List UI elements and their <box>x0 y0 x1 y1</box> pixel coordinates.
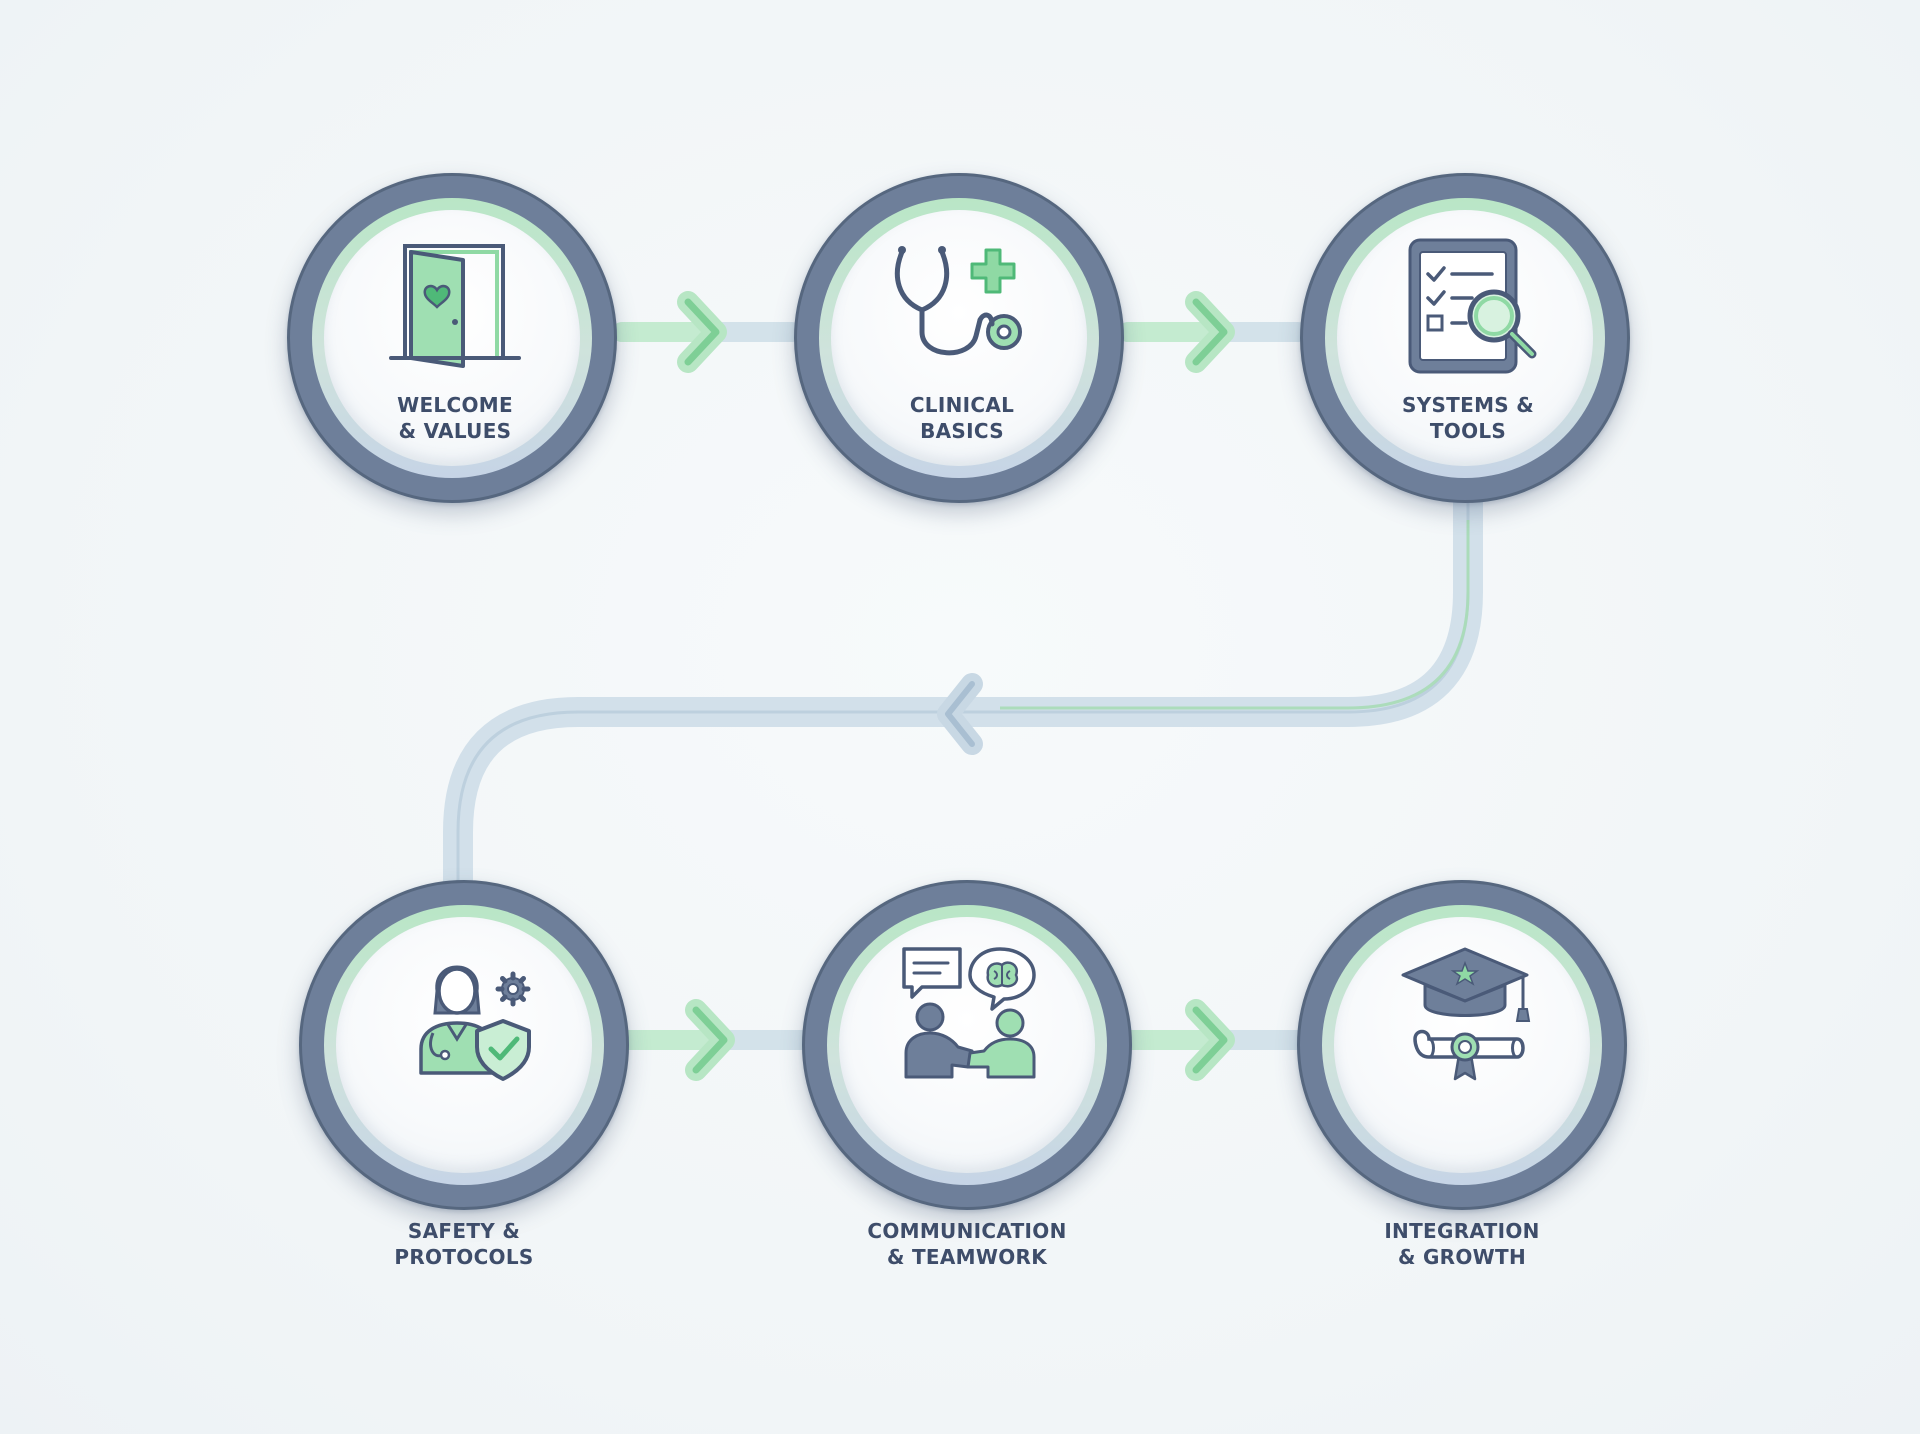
tablet-checklist-magnifier-icon <box>1398 236 1538 376</box>
connector-1-2 <box>612 291 802 373</box>
step-label-integration-growth: INTEGRATION & GROWTH <box>1384 1219 1540 1269</box>
step-safety-protocols <box>299 880 629 1210</box>
step-label-safety-protocols: SAFETY & PROTOCOLS <box>394 1219 534 1269</box>
door-heart-icon <box>385 236 525 376</box>
step-communication-teamwork <box>802 880 1132 1210</box>
step-label: WELCOME & VALUES <box>397 393 513 443</box>
step-label-communication-teamwork: COMMUNICATION & TEAMWORK <box>867 1219 1067 1269</box>
step-welcome-values: WELCOME & VALUES <box>287 173 617 503</box>
step-systems-tools: SYSTEMS & TOOLS <box>1300 173 1630 503</box>
connector-2-3 <box>1118 291 1308 373</box>
connector-5-6 <box>1118 999 1318 1081</box>
step-clinical-basics: CLINICAL BASICS <box>794 173 1124 503</box>
step-label: SYSTEMS & TOOLS <box>1401 393 1534 443</box>
connector-4-5 <box>612 999 812 1081</box>
nurse-shield-gear-icon <box>397 943 537 1083</box>
step-label: CLINICAL BASICS <box>909 393 1015 443</box>
graduation-cap-diploma-icon <box>1395 943 1535 1083</box>
step-integration-growth <box>1297 880 1627 1210</box>
handshake-speech-icon <box>900 943 1040 1083</box>
connector-3-4 <box>443 485 1483 915</box>
stethoscope-plus-icon <box>892 236 1032 376</box>
